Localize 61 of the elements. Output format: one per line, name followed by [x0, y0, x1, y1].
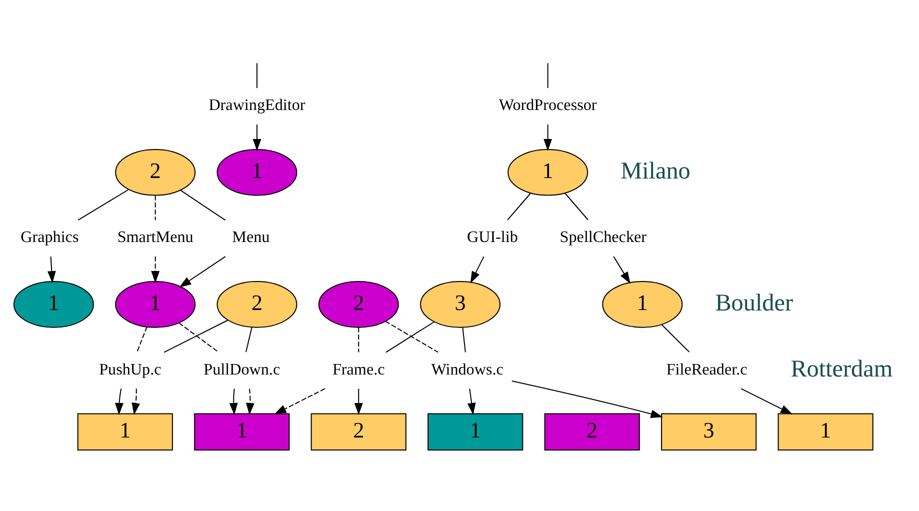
arrow: [132, 388, 140, 415]
node-box: 1: [778, 412, 874, 450]
connector: [507, 192, 531, 220]
node-ellipse: 1: [602, 280, 683, 328]
node-ellipse: 1: [508, 148, 588, 196]
connector: [661, 324, 690, 352]
node-text: SmartMenu: [117, 228, 194, 246]
connector: [256, 62, 258, 88]
node-text: Menu: [232, 228, 270, 246]
node-box: 3: [661, 412, 757, 450]
node-text: GUI-lib: [466, 228, 518, 246]
node-box: 1: [194, 412, 290, 450]
node-ellipse: 1: [115, 280, 196, 328]
arrow: [354, 388, 363, 415]
connector: [358, 326, 360, 352]
node-ellipse: 1: [13, 280, 94, 328]
arrow: [512, 380, 663, 418]
arrow: [47, 256, 56, 283]
arrow: [252, 124, 262, 151]
node-ellipse: 2: [318, 280, 399, 328]
node-text: Frame.c: [332, 360, 385, 378]
node-text: PullDown.c: [204, 360, 280, 378]
connector: [246, 326, 252, 352]
label: Rotterdam: [790, 355, 893, 382]
arrow: [740, 388, 793, 414]
node-text: DrawingEditor: [208, 96, 306, 114]
connector: [136, 326, 148, 352]
node-box: 1: [77, 412, 173, 450]
arrow: [467, 388, 476, 415]
node-text: PushUp.c: [99, 360, 162, 378]
connector: [164, 319, 228, 352]
arrow: [613, 256, 630, 284]
connector: [78, 188, 129, 220]
label: Boulder: [715, 289, 793, 316]
node-text: SpellChecker: [560, 228, 647, 246]
node-text: FileReader.c: [666, 360, 748, 378]
node-text: WordProcessor: [498, 96, 597, 114]
node-ellipse: 3: [420, 280, 500, 328]
arrow: [229, 388, 238, 415]
connector: [180, 189, 226, 220]
node-box: 2: [310, 412, 406, 450]
node-text: Graphics: [20, 228, 79, 246]
arrow: [470, 256, 484, 283]
arrow: [115, 388, 124, 415]
arrow: [151, 256, 160, 283]
connector: [154, 194, 156, 220]
label: Milano: [620, 157, 690, 184]
arrow: [179, 256, 226, 287]
arrow: [246, 388, 254, 415]
connector: [564, 192, 588, 220]
arrow: [274, 388, 326, 414]
node-box: 1: [428, 412, 524, 450]
arrow: [544, 124, 552, 151]
connector: [547, 62, 548, 88]
node-ellipse: 2: [216, 280, 298, 328]
node-box: 2: [544, 412, 640, 450]
node-ellipse: 1: [216, 148, 298, 196]
node-ellipse: 2: [115, 148, 196, 196]
node-text: Windows.c: [431, 360, 504, 378]
connector: [462, 326, 466, 352]
connector: [178, 322, 219, 352]
